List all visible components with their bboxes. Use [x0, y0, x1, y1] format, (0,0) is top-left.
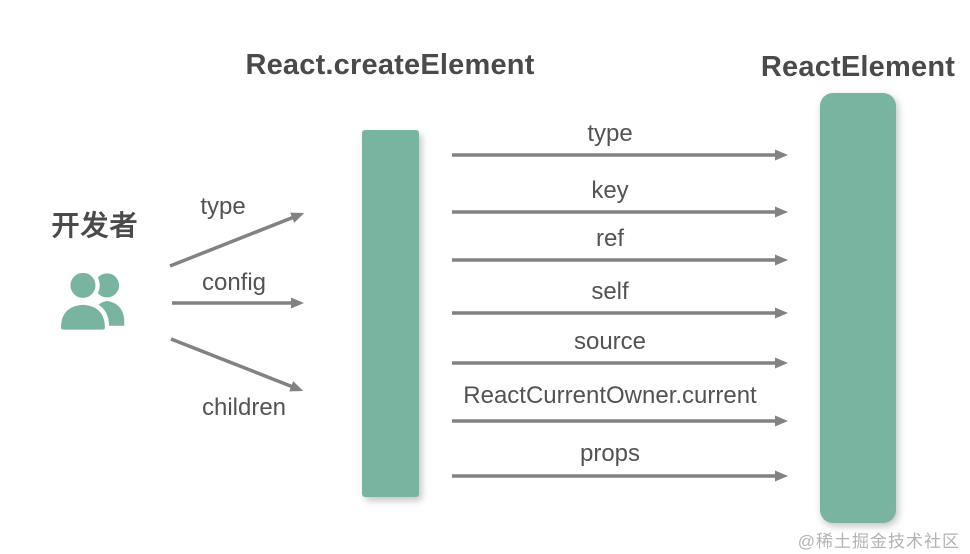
- developer-label: 开发者: [51, 210, 139, 241]
- input-arrow-children: [170, 337, 304, 392]
- watermark: @稀土掘金技术社区: [797, 532, 960, 551]
- output-label-source: source: [573, 328, 647, 355]
- input-label-type: type: [200, 193, 246, 220]
- back-user-head: [95, 273, 120, 298]
- front-user-head: [66, 268, 100, 303]
- output-label-props: props: [579, 440, 641, 467]
- output-label-reactcurrentowner: ReactCurrentOwner.current: [463, 382, 757, 409]
- output-label-ref: ref: [595, 225, 625, 252]
- react-element-title: ReactElement: [760, 51, 956, 83]
- output-label-self: self: [591, 278, 629, 305]
- input-label-children: children: [201, 394, 287, 421]
- output-label-type: type: [587, 120, 633, 147]
- create-element-bar: [362, 130, 419, 497]
- create-element-title: React.createElement: [245, 49, 535, 81]
- input-arrow-type: [169, 212, 305, 268]
- users-icon: [56, 268, 125, 334]
- input-label-config: config: [201, 269, 267, 296]
- react-element-bar: [820, 93, 896, 523]
- output-label-key: key: [591, 177, 629, 204]
- front-user-body: [56, 300, 110, 334]
